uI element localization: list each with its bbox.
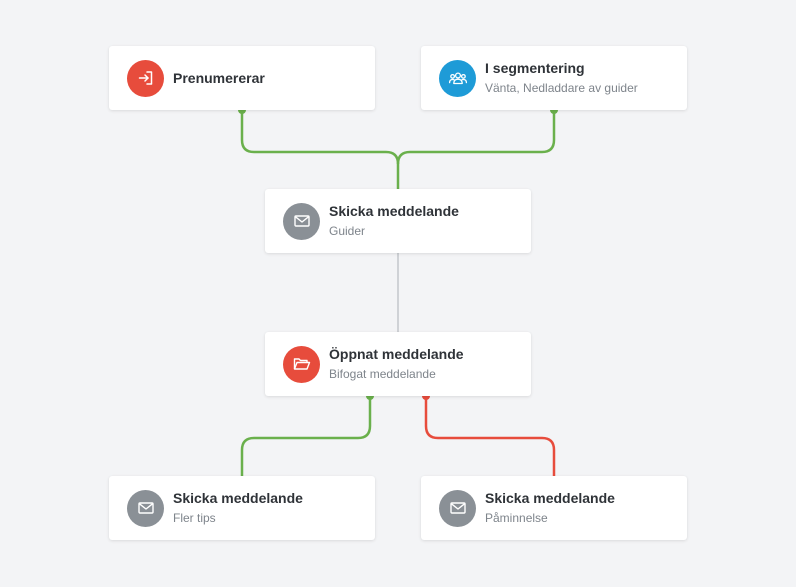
connector-segment-to-send	[396, 110, 556, 165]
node-subtitle: Fler tips	[173, 511, 216, 525]
node-subscribes[interactable]: Prenumererar	[109, 46, 375, 110]
node-title: Prenumererar	[173, 69, 265, 86]
node-title: Öppnat meddelande	[329, 346, 464, 362]
envelope-icon	[127, 489, 164, 527]
users-icon	[439, 59, 476, 97]
node-send-reminder[interactable]: Skicka meddelande Påminnelse	[421, 476, 687, 540]
connector-opened-no	[424, 396, 556, 476]
node-subtitle: Guider	[329, 224, 366, 238]
sign-in-icon	[127, 59, 164, 97]
node-subtitle: Vänta, Nedladdare av guider	[485, 81, 638, 95]
node-title: Skicka meddelande	[173, 490, 303, 506]
node-in-segment[interactable]: I segmentering Vänta, Nedladdare av guid…	[421, 46, 687, 110]
node-title: Skicka meddelande	[329, 203, 459, 219]
envelope-icon	[283, 202, 320, 240]
envelope-icon	[439, 489, 476, 527]
connector-subscribes-to-send	[240, 110, 400, 189]
folder-open-icon	[283, 345, 320, 383]
node-subtitle: Bifogat meddelande	[329, 367, 436, 381]
node-title: Skicka meddelande	[485, 490, 615, 506]
node-send-guides[interactable]: Skicka meddelande Guider	[265, 189, 531, 253]
node-send-tips[interactable]: Skicka meddelande Fler tips	[109, 476, 375, 540]
connector-opened-yes	[240, 396, 372, 476]
node-title: I segmentering	[485, 60, 585, 76]
node-subtitle: Påminnelse	[485, 511, 548, 525]
node-opened-message[interactable]: Öppnat meddelande Bifogat meddelande	[265, 332, 531, 396]
